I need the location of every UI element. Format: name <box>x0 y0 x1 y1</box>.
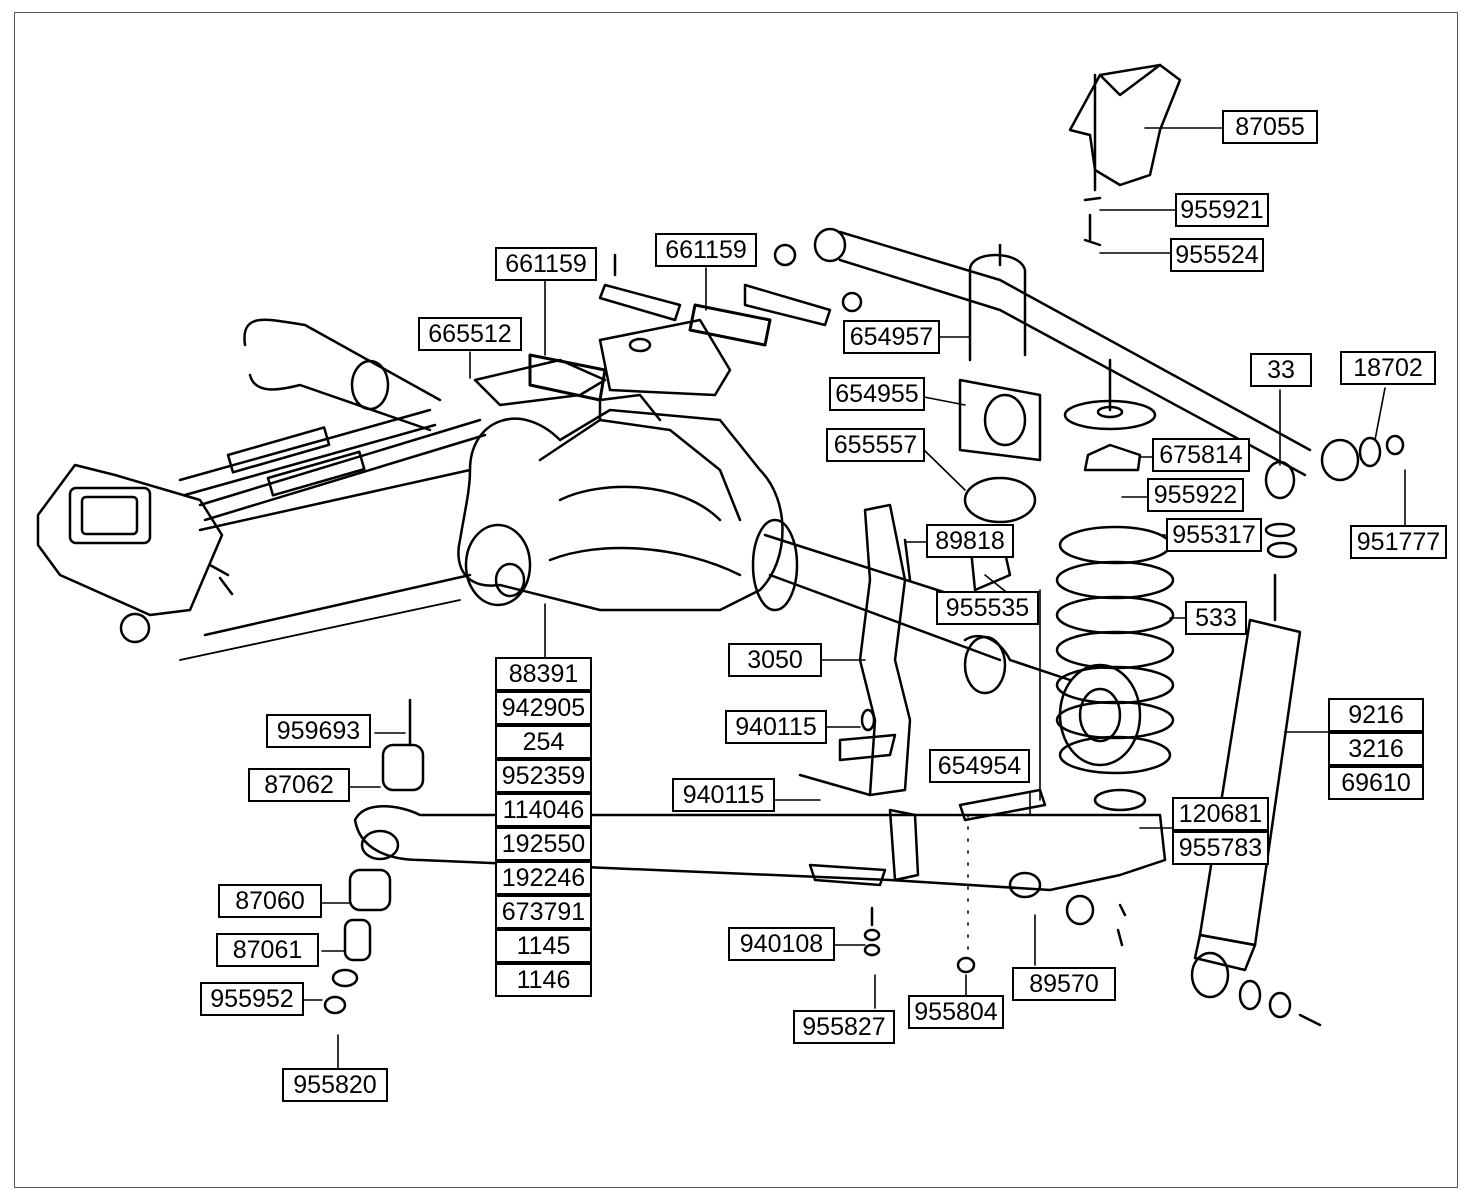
part-label-1145: 1145 <box>495 929 592 963</box>
part-label-673791: 673791 <box>495 895 592 929</box>
part-label-940108: 940108 <box>728 927 835 961</box>
mount-brackets <box>473 243 863 407</box>
part-label-955535: 955535 <box>936 591 1039 625</box>
part-label-1146: 1146 <box>495 963 592 997</box>
part-label-254: 254 <box>495 725 592 759</box>
part-label-87062: 87062 <box>248 768 350 802</box>
part-label-942905: 942905 <box>495 691 592 725</box>
leader-lines <box>303 127 1406 1069</box>
part-label-9216: 9216 <box>1328 698 1424 732</box>
part-label-655557: 655557 <box>826 428 925 462</box>
part-label-533: 533 <box>1185 601 1247 635</box>
part-label-951777: 951777 <box>1350 525 1447 559</box>
part-label-665512: 665512 <box>418 317 522 351</box>
part-label-661159-right: 661159 <box>655 233 757 267</box>
trailing-arm <box>353 788 1167 926</box>
part-label-940115-lower: 940115 <box>672 778 775 812</box>
part-label-654957: 654957 <box>843 320 940 354</box>
part-label-661159-left: 661159 <box>495 247 597 281</box>
part-label-940115-upper: 940115 <box>725 710 827 744</box>
part-label-88391: 88391 <box>495 657 592 691</box>
part-label-114046: 114046 <box>495 793 592 827</box>
part-label-69610: 69610 <box>1328 766 1424 800</box>
left-bushing-stack <box>323 698 425 1015</box>
torque-tube <box>178 318 487 522</box>
part-label-18702: 18702 <box>1340 351 1436 385</box>
part-label-120681: 120681 <box>1172 797 1269 831</box>
part-label-89570: 89570 <box>1012 967 1116 1001</box>
part-label-952359: 952359 <box>495 759 592 793</box>
part-label-955820: 955820 <box>282 1068 388 1102</box>
part-label-955952: 955952 <box>200 982 304 1016</box>
part-label-3216: 3216 <box>1328 732 1424 766</box>
part-label-192550: 192550 <box>495 827 592 861</box>
part-label-955317: 955317 <box>1166 518 1262 552</box>
part-label-955922: 955922 <box>1147 478 1244 512</box>
diagram-frame <box>14 12 1458 1188</box>
part-label-955804: 955804 <box>908 995 1004 1029</box>
part-label-955524: 955524 <box>1170 238 1264 272</box>
fasteners <box>863 903 1127 974</box>
u-bolt <box>958 243 1042 592</box>
shock-absorber <box>1190 522 1322 1027</box>
arm-bracket <box>798 503 912 797</box>
coil-spring <box>1055 358 1175 812</box>
part-label-654954: 654954 <box>929 749 1030 783</box>
bump-stop-cup <box>1068 63 1182 247</box>
part-label-654955: 654955 <box>829 377 925 411</box>
part-label-87061: 87061 <box>216 933 319 967</box>
part-label-955921: 955921 <box>1175 193 1269 227</box>
part-label-89818: 89818 <box>926 524 1014 558</box>
part-label-955783: 955783 <box>1172 831 1269 865</box>
part-label-33: 33 <box>1250 353 1312 387</box>
part-label-959693: 959693 <box>266 714 371 748</box>
part-label-87060: 87060 <box>218 884 322 918</box>
transmission-mount <box>36 463 234 644</box>
part-label-87055: 87055 <box>1222 110 1318 144</box>
part-label-955827: 955827 <box>793 1010 895 1044</box>
part-label-3050: 3050 <box>728 643 822 677</box>
part-label-192246: 192246 <box>495 861 592 895</box>
part-label-675814: 675814 <box>1152 438 1250 472</box>
panhard-rod <box>813 227 1405 500</box>
